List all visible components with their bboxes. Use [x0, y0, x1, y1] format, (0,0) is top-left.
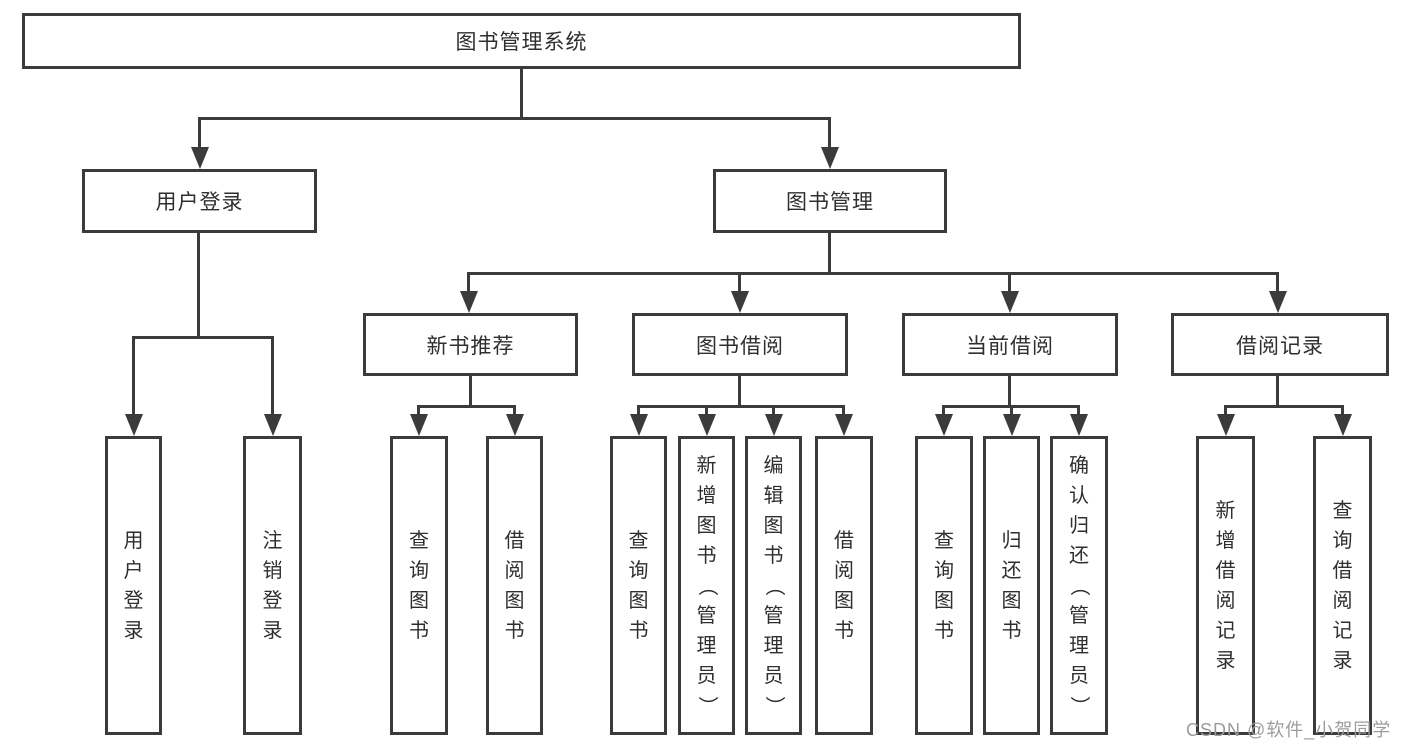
node-root: 图书管理系统	[22, 13, 1021, 69]
node-label: 借阅记录	[1236, 334, 1324, 358]
node-book-borrowing: 图书借阅	[632, 313, 848, 376]
leaf-label: 归还图书	[1001, 529, 1022, 642]
connector-line	[772, 405, 775, 417]
connector-line	[132, 336, 274, 339]
arrowhead-icon	[630, 414, 648, 436]
node-borrow-records: 借阅记录	[1171, 313, 1389, 376]
arrowhead-icon	[1003, 414, 1021, 436]
connector-line	[513, 405, 516, 417]
arrowhead-icon	[1070, 414, 1088, 436]
leaf-confirm-return-admin: 确认归还（管理员）	[1050, 436, 1108, 735]
leaf-label: 查询图书	[628, 529, 649, 642]
arrowhead-icon	[935, 414, 953, 436]
node-user-login: 用户登录	[82, 169, 317, 233]
leaf-label: 新增图书（管理员）	[695, 454, 718, 716]
connector-line	[738, 374, 741, 408]
leaf-edit-books-admin: 编辑图书（管理员）	[745, 436, 802, 735]
leaf-query-books-borrowing: 查询图书	[610, 436, 667, 735]
connector-line	[467, 272, 1279, 275]
node-book-management: 图书管理	[713, 169, 947, 233]
node-label: 新书推荐	[426, 334, 515, 358]
connector-line	[705, 405, 708, 417]
arrowhead-icon	[410, 414, 428, 436]
connector-line	[738, 272, 741, 294]
leaf-query-borrow-record: 查询借阅记录	[1313, 436, 1372, 735]
connector-line	[828, 117, 831, 150]
leaf-query-books-current: 查询图书	[915, 436, 973, 735]
leaf-label: 借阅图书	[504, 529, 525, 642]
node-new-book-recommend: 新书推荐	[363, 313, 578, 376]
leaf-borrow-books-recommend: 借阅图书	[486, 436, 543, 735]
watermark: CSDN @软件_小贺同学	[1186, 720, 1392, 740]
arrowhead-icon	[1001, 291, 1019, 313]
connector-line	[1224, 405, 1227, 417]
arrowhead-icon	[125, 414, 143, 436]
leaf-label: 借阅图书	[834, 529, 854, 642]
connector-line	[942, 405, 945, 417]
leaf-user-login: 用户登录	[105, 436, 162, 735]
connector-line	[1341, 405, 1344, 417]
leaf-add-books-admin: 新增图书（管理员）	[678, 436, 735, 735]
connector-line	[1276, 374, 1279, 408]
leaf-label: 编辑图书（管理员）	[762, 454, 785, 716]
connector-line	[198, 117, 201, 150]
connector-line	[842, 405, 845, 417]
node-root-label: 图书管理系统	[455, 31, 588, 54]
connector-line	[1224, 405, 1344, 408]
connector-line	[828, 231, 831, 275]
connector-line	[417, 405, 420, 417]
connector-line	[198, 117, 831, 120]
leaf-borrow-books-borrowing: 借阅图书	[815, 436, 873, 735]
leaf-add-borrow-record: 新增借阅记录	[1196, 436, 1255, 735]
arrowhead-icon	[264, 414, 282, 436]
leaf-return-books: 归还图书	[983, 436, 1040, 735]
leaf-label: 用户登录	[123, 529, 144, 642]
leaf-label: 查询借阅记录	[1332, 499, 1353, 672]
connector-line	[1077, 405, 1080, 417]
leaf-logout: 注销登录	[243, 436, 302, 735]
leaf-label: 查询图书	[934, 529, 954, 642]
leaf-label: 确认归还（管理员）	[1068, 454, 1090, 716]
leaf-query-books-recommend: 查询图书	[390, 436, 448, 735]
connector-line	[417, 405, 516, 408]
connector-line	[132, 336, 135, 417]
node-current-borrowing: 当前借阅	[902, 313, 1118, 376]
arrowhead-icon	[1217, 414, 1235, 436]
arrowhead-icon	[835, 414, 853, 436]
arrowhead-icon	[1334, 414, 1352, 436]
connector-line	[467, 272, 470, 294]
arrowhead-icon	[821, 147, 839, 169]
leaf-label: 新增借阅记录	[1215, 499, 1236, 672]
arrowhead-icon	[191, 147, 209, 169]
arrowhead-icon	[506, 414, 524, 436]
arrowhead-icon	[1269, 291, 1287, 313]
connector-line	[1008, 272, 1011, 294]
connector-line	[469, 374, 472, 408]
node-label: 当前借阅	[966, 334, 1054, 358]
arrowhead-icon	[460, 291, 478, 313]
connector-line	[271, 336, 274, 417]
leaf-label: 注销登录	[262, 529, 283, 642]
connector-line	[1008, 374, 1011, 408]
leaf-label: 查询图书	[409, 529, 429, 642]
connector-line	[1276, 272, 1279, 294]
node-label: 用户登录	[155, 191, 244, 214]
connector-line	[1010, 405, 1013, 417]
node-label: 图书管理	[786, 191, 874, 214]
arrowhead-icon	[731, 291, 749, 313]
connector-line	[637, 405, 845, 408]
connector-line	[197, 231, 200, 338]
arrowhead-icon	[765, 414, 783, 436]
connector-line	[637, 405, 640, 417]
arrowhead-icon	[698, 414, 716, 436]
node-label: 图书借阅	[696, 334, 784, 358]
connector-line	[520, 67, 523, 120]
